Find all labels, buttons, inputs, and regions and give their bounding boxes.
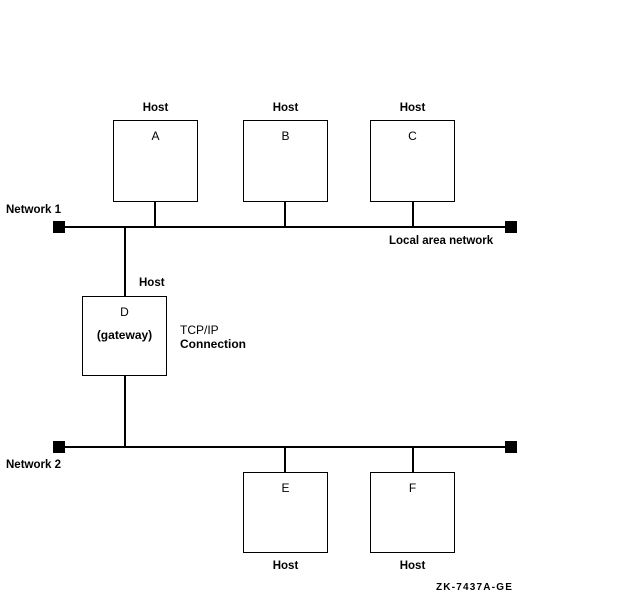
host-a-letter: A xyxy=(151,129,160,143)
host-box-a: A xyxy=(113,120,198,202)
host-e-caption: Host xyxy=(272,560,299,572)
figure-id-caption: ZK-7437A-GE xyxy=(436,582,514,593)
host-c-caption: Host xyxy=(399,102,426,114)
host-f-caption: Host xyxy=(399,560,426,572)
host-f-letter: F xyxy=(408,481,417,495)
host-a-caption: Host xyxy=(142,102,169,114)
connector-host-a-network1 xyxy=(154,202,156,226)
tcpip-label: TCP/IP xyxy=(180,323,219,337)
host-b-letter: B xyxy=(281,129,290,143)
connector-network2-host-e xyxy=(284,448,286,472)
network2-label: Network 2 xyxy=(6,459,61,471)
host-d-caption: Host xyxy=(139,277,165,289)
network1-right-terminator xyxy=(505,221,517,233)
host-box-f: F xyxy=(370,472,455,553)
network2-trunk-line xyxy=(53,446,517,448)
local-area-network-label: Local area network xyxy=(389,235,494,247)
connection-label: Connection xyxy=(180,337,246,351)
host-box-b: B xyxy=(243,120,328,202)
connector-host-c-network1 xyxy=(412,202,414,226)
network1-label: Network 1 xyxy=(6,204,61,216)
connector-network2-host-f xyxy=(412,448,414,472)
host-box-c: C xyxy=(370,120,455,202)
connector-host-b-network1 xyxy=(284,202,286,226)
network1-trunk-line xyxy=(53,226,517,228)
host-box-d-gateway: D (gateway) xyxy=(82,296,167,376)
host-c-letter: C xyxy=(408,129,417,143)
connector-gateway-network2 xyxy=(124,376,126,446)
connector-network1-gateway xyxy=(124,228,126,296)
host-d-letter: D xyxy=(120,305,129,319)
host-box-e: E xyxy=(243,472,328,553)
host-e-letter: E xyxy=(281,481,290,495)
host-b-caption: Host xyxy=(272,102,299,114)
network2-right-terminator xyxy=(505,441,517,453)
network2-left-terminator xyxy=(53,441,65,453)
network1-left-terminator xyxy=(53,221,65,233)
gateway-sublabel: (gateway) xyxy=(96,328,153,342)
